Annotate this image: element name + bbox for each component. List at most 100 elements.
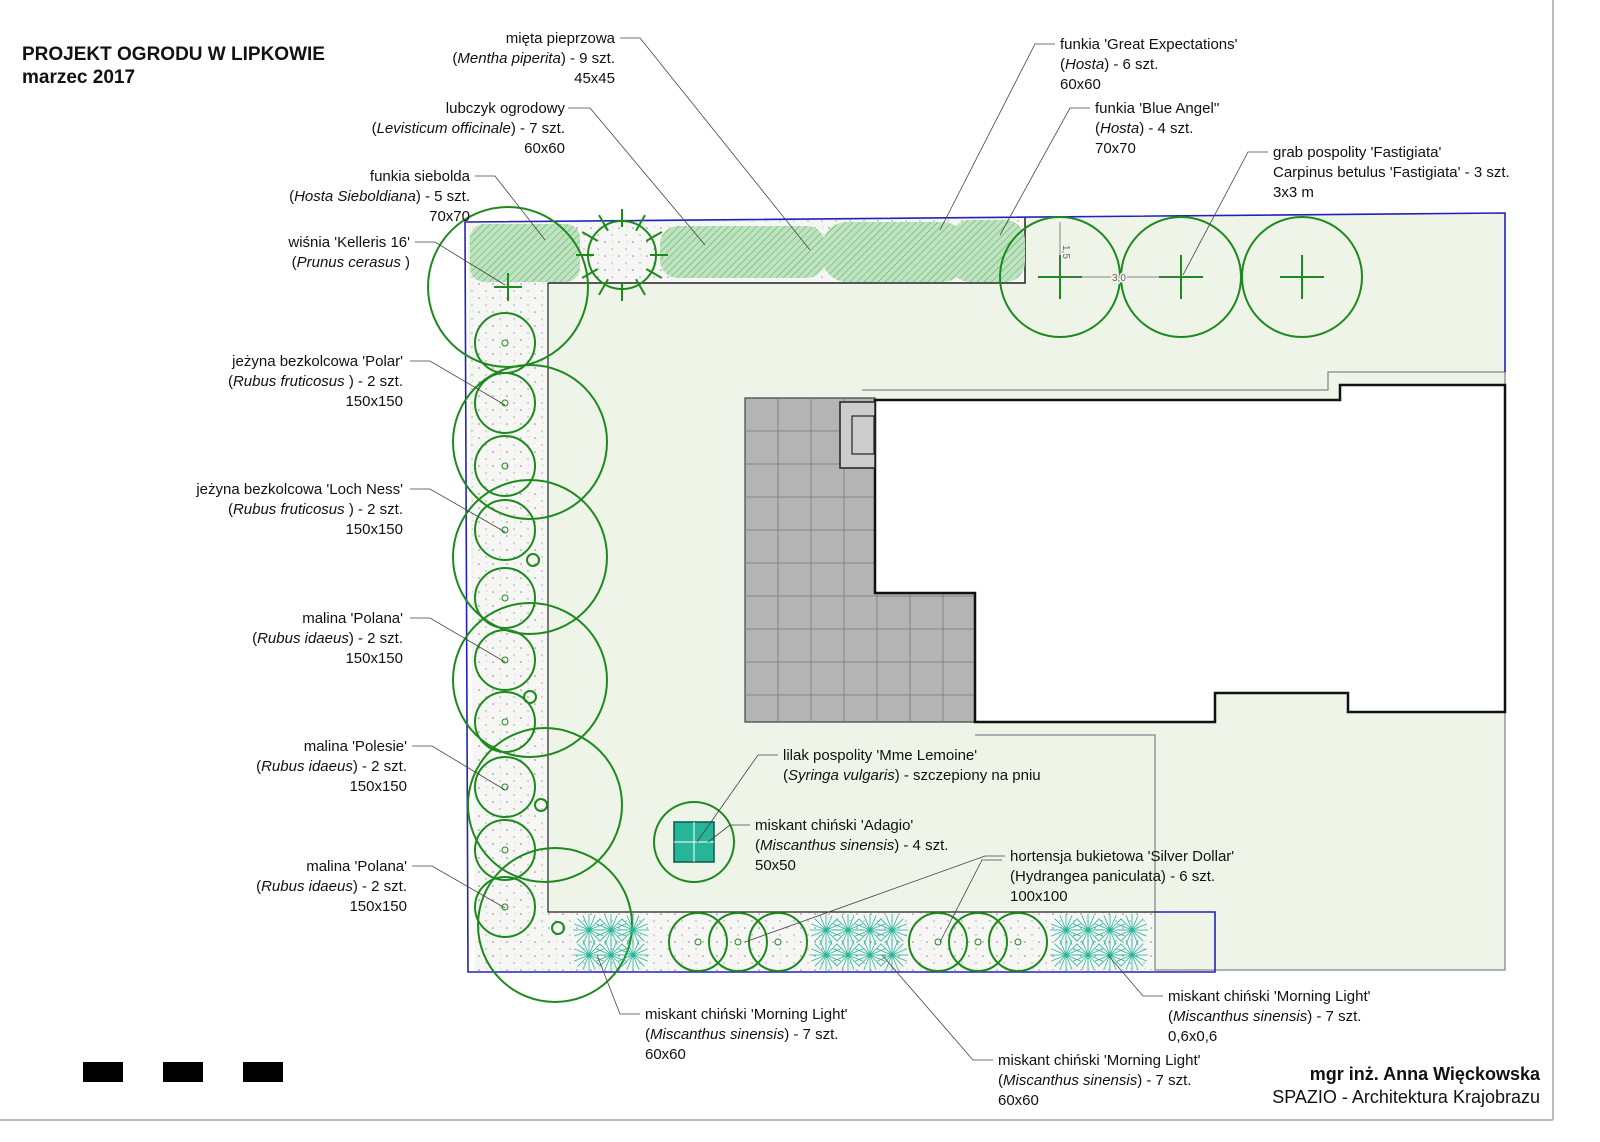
- miscanthus-blade: [1109, 918, 1122, 931]
- lovage-leaf: [635, 278, 646, 296]
- miscanthus-blade: [1109, 929, 1125, 937]
- plant-spacing: 45x45: [574, 70, 615, 87]
- miscanthus-blade: [574, 929, 590, 937]
- plant-label-lilak: lilak pospolity 'Mme Lemoine'(Syringa vu…: [783, 747, 1041, 784]
- berry-shrub: [474, 567, 536, 629]
- miscanthus-blade: [621, 918, 634, 931]
- leader-line: [475, 175, 546, 241]
- miscanthus-blade: [1087, 943, 1100, 956]
- small-plant: [523, 690, 537, 704]
- berry-shrub: [474, 499, 536, 561]
- miscanthus-blade: [1098, 918, 1111, 931]
- plant-common-name: funkia 'Blue Angel'': [1095, 100, 1220, 117]
- miscanthus-blade: [632, 954, 640, 970]
- miscanthus-blade: [891, 943, 904, 956]
- berry-shrub-center: [501, 462, 509, 470]
- berry-shrub-center: [501, 903, 509, 911]
- plant-latin-line: (Miscanthus sinensis) - 4 szt.: [755, 837, 948, 854]
- lawn-edge-left: [547, 283, 1155, 913]
- miscanthus-blade: [1081, 954, 1089, 970]
- miscanthus-blade: [1117, 948, 1133, 956]
- plant-quantity: ) - 4 szt.: [894, 837, 948, 854]
- miscanthus-blade: [1125, 954, 1133, 970]
- plant-label-mieta: mięta pieprzowa(Mentha piperita) - 9 szt…: [452, 30, 615, 87]
- plant-latin-name: Prunus cerasus: [297, 254, 402, 271]
- miscanthus-blade: [885, 915, 893, 931]
- miscanthus-blade: [577, 918, 590, 931]
- miscanthus-blade: [833, 923, 849, 931]
- miscanthus-blade: [847, 915, 855, 931]
- miscanthus-blade: [1131, 929, 1144, 942]
- miscanthus-blade: [1054, 954, 1067, 967]
- miscanthus-blade: [1109, 954, 1117, 970]
- plant-label-miskant-adagio: miskant chiński 'Adagio'(Miscanthus sine…: [755, 817, 948, 874]
- plant-label-funkia-blue-angel: funkia 'Blue Angel''(Hosta) - 4 szt.70x7…: [1095, 100, 1220, 157]
- miscanthus-blade: [847, 923, 863, 931]
- miscanthus-blade: [825, 929, 841, 937]
- project-title: PROJEKT OGRODU W LIPKOWIE: [22, 44, 325, 65]
- miscanthus-blade: [1131, 923, 1147, 931]
- plant-label-malina-polana-2: malina 'Polana'(Rubus idaeus) - 2 szt.15…: [256, 858, 407, 915]
- miscanthus-blade: [588, 929, 604, 937]
- plant-latin-name: Rubus fruticosus: [233, 373, 345, 390]
- leader-line: [1107, 954, 1163, 997]
- miscanthus-blade: [1120, 943, 1133, 956]
- plant-latin-name: Rubus idaeus: [257, 630, 349, 647]
- miscanthus-blade: [1109, 954, 1122, 967]
- miscanthus-blade: [858, 954, 871, 967]
- miscanthus-blade: [855, 954, 871, 962]
- miscanthus-blade: [1076, 918, 1089, 931]
- miscanthus-blade: [891, 948, 907, 956]
- miscanthus-blade: [1109, 929, 1122, 942]
- scale-bar: [163, 1062, 203, 1082]
- cherry-tree: [427, 206, 589, 368]
- miscanthus-blade: [588, 929, 601, 942]
- plant-latin-line: (Miscanthus sinensis) - 7 szt.: [1168, 1008, 1361, 1025]
- plant-latin-line: (Rubus fruticosus ) - 2 szt.: [228, 501, 403, 518]
- miscanthus-blade: [632, 948, 648, 956]
- plant-spacing: 50x50: [755, 857, 796, 874]
- lovage-leaf: [581, 231, 599, 242]
- miscanthus-blade: [610, 954, 618, 970]
- miscanthus-blade: [588, 915, 596, 931]
- plant-common-name: funkia siebolda: [370, 168, 471, 185]
- plant-spacing: 150x150: [349, 778, 407, 795]
- miscanthus-blade: [1087, 954, 1095, 970]
- miscanthus-blade: [1131, 915, 1139, 931]
- plant-spacing: 60x60: [524, 140, 565, 157]
- hydrangea-shrub: [908, 912, 968, 972]
- plant-latin-name: Miscanthus sinensis: [1173, 1008, 1308, 1025]
- plant-latin-name: Miscanthus sinensis: [760, 837, 895, 854]
- miscanthus-blade: [1087, 929, 1103, 937]
- plants: [427, 206, 1363, 1003]
- plant-label-jezyna-polar: jeżyna bezkolcowa 'Polar'(Rubus fruticos…: [228, 353, 403, 410]
- leader-line: [568, 107, 706, 246]
- miscanthus-blade: [825, 940, 833, 956]
- miscanthus-blade: [618, 948, 634, 956]
- miscanthus-blade: [1103, 915, 1111, 931]
- berry-shrub: [474, 372, 536, 434]
- latin-prefix: (: [1095, 120, 1100, 137]
- small-plant: [526, 553, 540, 567]
- plant-latin-line: (Rubus fruticosus ) - 2 szt.: [228, 373, 403, 390]
- miscanthus-blade: [596, 929, 612, 937]
- miscanthus-blade: [588, 943, 601, 956]
- miscanthus-blade: [604, 954, 612, 970]
- miscanthus-blade: [1073, 929, 1089, 937]
- miscanthus-blade: [1087, 954, 1100, 967]
- plant-spacing: 3x3 m: [1273, 184, 1314, 201]
- miscanthus-blade: [610, 923, 626, 931]
- miscanthus-blade: [1125, 940, 1133, 956]
- miscanthus-blade: [1117, 954, 1133, 962]
- author-company: SPAZIO - Architektura Krajobrazu: [1272, 1087, 1540, 1107]
- property-boundary: [464, 212, 1506, 973]
- berry-shrub: [474, 876, 536, 938]
- lilac-tree: [653, 801, 735, 883]
- miscanthus-blade: [825, 954, 838, 967]
- plant-spacing: 60x60: [998, 1092, 1039, 1109]
- miscanthus-blade: [599, 929, 612, 942]
- plant-label-jezyna-loch-ness: jeżyna bezkolcowa 'Loch Ness'(Rubus frut…: [195, 481, 403, 538]
- latin-prefix: (: [256, 878, 261, 895]
- lovage-leaf: [598, 214, 609, 232]
